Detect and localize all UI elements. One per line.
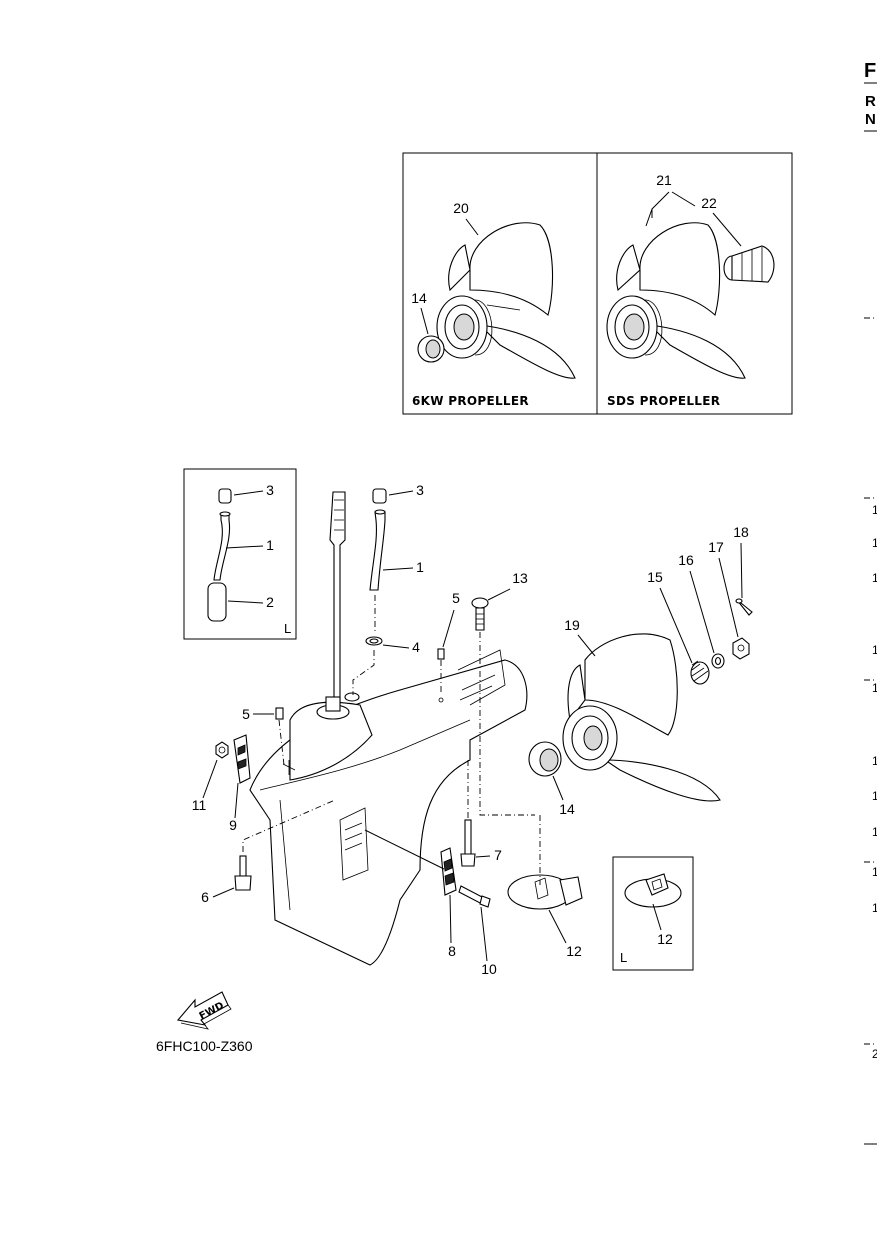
main-callouts: 3 1 4 5 13 5 11 9 6 7 8 10 12 14 19 15 1…	[192, 482, 749, 977]
callout-7: 7	[494, 847, 502, 863]
edge-number: 1	[872, 825, 877, 839]
propeller-6kw-illustration	[417, 222, 576, 379]
callout-3: 3	[416, 482, 424, 498]
inset-callout-12: 12	[657, 931, 673, 947]
edge-number: 1	[872, 503, 877, 517]
callout-13: 13	[512, 570, 528, 586]
edge-number: 1	[872, 536, 877, 550]
edge-number: 1	[872, 865, 877, 879]
caption-6kw-propeller: 6KW PROPELLER	[412, 394, 529, 408]
callout-5-upper: 5	[452, 590, 460, 606]
callout-6: 6	[201, 889, 209, 905]
fwd-arrow-icon: FWD	[176, 991, 232, 1030]
callout-11: 11	[192, 797, 207, 813]
callout-17: 17	[708, 539, 724, 555]
drawing-code: 6FHC100-Z360	[156, 1038, 253, 1054]
callout-1: 1	[416, 559, 424, 575]
inset-callout-3: 3	[266, 482, 274, 498]
inset-right-corner-label: L	[620, 950, 627, 965]
callout-16: 16	[678, 552, 694, 568]
edge-letter-r: R	[865, 93, 876, 110]
callout-15: 15	[647, 569, 663, 585]
edge-letter-n: N	[865, 111, 876, 128]
callout-8: 8	[448, 943, 456, 959]
edge-number: 2	[872, 1047, 877, 1061]
edge-number: 1	[872, 901, 877, 915]
callout-4: 4	[412, 639, 420, 655]
propeller-sds-illustration	[606, 222, 775, 379]
callout-21: 21	[656, 172, 672, 188]
callout-10: 10	[481, 961, 497, 977]
edge-number: 1	[872, 643, 877, 657]
callout-22: 22	[701, 195, 717, 211]
inset-callout-1: 1	[266, 537, 274, 553]
callout-9: 9	[229, 817, 237, 833]
callout-19: 19	[564, 617, 580, 633]
right-edge-fragment: F R N 1 1 1 1 1 1 1 1 1 1 2	[864, 60, 877, 1145]
inset-callout-2: 2	[266, 594, 274, 610]
callout-18: 18	[733, 524, 749, 540]
callout-14: 14	[559, 801, 575, 817]
edge-number: 1	[872, 681, 877, 695]
edge-number: 1	[872, 789, 877, 803]
inset-l-water-tube: 3 1 2 L	[183, 468, 297, 640]
callout-20: 20	[453, 200, 469, 216]
inset-l-trim-tab: 12 L	[612, 856, 694, 971]
callout-12: 12	[566, 943, 582, 959]
edge-letter-f: F	[864, 60, 876, 82]
callout-14-top: 14	[411, 290, 427, 306]
edge-number: 1	[872, 571, 877, 585]
propeller-options-box: 20 14 21 22 6KW PROPELLER SDS PROPELLER	[402, 152, 793, 415]
edge-number: 1	[872, 754, 877, 768]
caption-sds-propeller: SDS PROPELLER	[607, 394, 720, 408]
inset-left-corner-label: L	[284, 621, 291, 636]
callout-5-lower: 5	[242, 706, 250, 722]
lower-unit-assembly	[215, 488, 753, 966]
